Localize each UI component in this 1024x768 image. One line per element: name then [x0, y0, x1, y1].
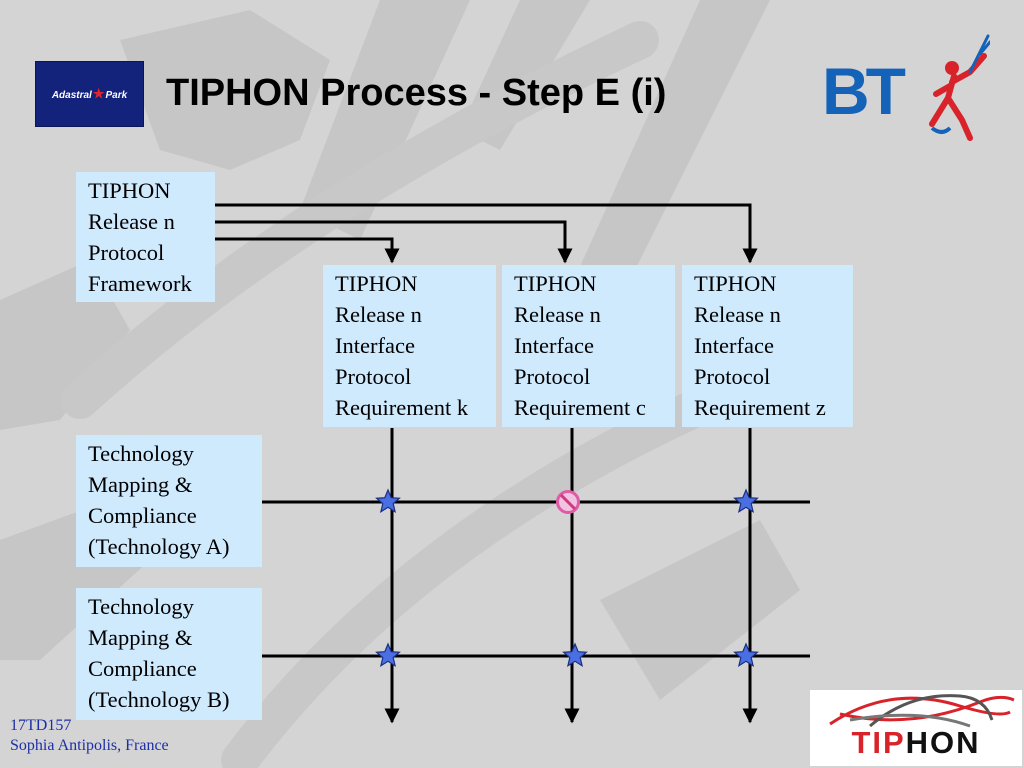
footer-location: Sophia Antipolis, France	[10, 737, 169, 754]
requirement-c-line-1: TIPHON	[514, 271, 597, 296]
framework-line-2: Release n	[88, 209, 175, 234]
tiphon-logo-text-dark: HON	[905, 725, 981, 760]
technology-a-line-3: Compliance	[88, 503, 197, 528]
framework-line-1: TIPHON	[88, 178, 171, 203]
footer-document-id: 17TD157	[10, 717, 72, 734]
tiphon-logo-wordmark: TIPHON	[810, 726, 1022, 760]
technology-b-line-4: (Technology B)	[88, 687, 230, 712]
requirement-z-line-1: TIPHON	[694, 271, 777, 296]
tiphon-swirl-icon	[829, 694, 1015, 728]
requirement-k-box: TIPHON Release n Interface Protocol Requ…	[323, 265, 496, 427]
technology-a-line-1: Technology	[88, 441, 194, 466]
requirement-k-line-4: Protocol	[335, 364, 412, 389]
requirement-k-line-3: Interface	[335, 333, 415, 358]
adastral-logo-text-right: Park	[105, 90, 128, 101]
adastral-logo-text-left: Adastral	[51, 90, 92, 101]
tiphon-logo-text-red: TIP	[851, 725, 906, 760]
requirement-z-box: TIPHON Release n Interface Protocol Requ…	[682, 265, 853, 427]
technology-b-line-2: Mapping &	[88, 625, 193, 650]
technology-b-line-1: Technology	[88, 594, 194, 619]
technology-a-line-4: (Technology A)	[88, 534, 230, 559]
slide-footer: 17TD157 Sophia Antipolis, France	[10, 716, 169, 756]
requirement-c-box: TIPHON Release n Interface Protocol Requ…	[502, 265, 675, 427]
bt-logo: BT	[822, 34, 990, 141]
requirement-c-line-4: Protocol	[514, 364, 591, 389]
requirement-c-line-5: Requirement c	[514, 395, 646, 420]
piper-figure-icon	[929, 53, 987, 141]
requirement-c-line-2: Release n	[514, 302, 601, 327]
protocol-framework-box: TIPHON Release n Protocol Framework	[76, 172, 215, 302]
technology-a-box: Technology Mapping & Compliance (Technol…	[76, 435, 262, 567]
star-icon: ★	[92, 86, 105, 101]
framework-line-3: Protocol	[88, 240, 165, 265]
bt-logo-text: BT	[822, 54, 906, 128]
tiphon-logo: TIPHON	[810, 690, 1022, 766]
requirement-z-line-3: Interface	[694, 333, 774, 358]
slide-title: TIPHON Process - Step E (i)	[166, 72, 667, 114]
requirement-z-line-4: Protocol	[694, 364, 771, 389]
framework-line-4: Framework	[88, 271, 192, 296]
requirement-z-line-2: Release n	[694, 302, 781, 327]
requirement-k-line-5: Requirement k	[335, 395, 469, 420]
requirement-k-line-1: TIPHON	[335, 271, 418, 296]
requirement-c-line-3: Interface	[514, 333, 594, 358]
requirement-k-line-2: Release n	[335, 302, 422, 327]
technology-b-box: Technology Mapping & Compliance (Technol…	[76, 588, 262, 720]
technology-b-line-3: Compliance	[88, 656, 197, 681]
technology-a-line-2: Mapping &	[88, 472, 193, 497]
adastral-park-logo: Adastral★Park	[35, 61, 144, 127]
requirement-z-line-5: Requirement z	[694, 395, 826, 420]
